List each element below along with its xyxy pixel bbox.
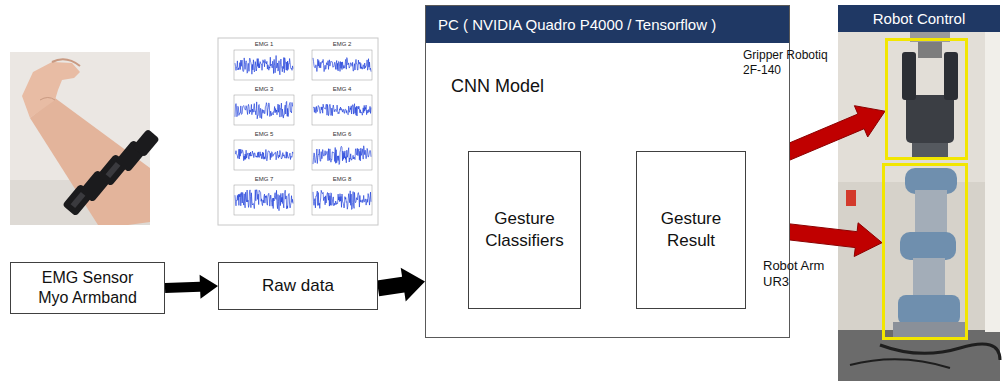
pc-panel: PC ( NVIDIA Quadro P4000 / Tensorflow ) C… xyxy=(425,5,790,338)
robot-panel: Robot ControlGripper Robotiq 2F-140Robot… xyxy=(838,5,1000,381)
gripper-frame: Gripper Robotiq 2F-140 xyxy=(885,38,968,160)
process-box: Gesture Classifiers xyxy=(468,151,581,309)
emg-waveform xyxy=(313,190,371,209)
flow-arrow xyxy=(165,275,218,299)
node-text: Robot Control xyxy=(838,5,1000,32)
emg-waveform xyxy=(235,56,293,75)
flow-arrow xyxy=(377,268,425,302)
node-text: Robot Arm UR3 xyxy=(763,258,835,291)
plot-title: EMG 1 xyxy=(234,41,294,48)
plot-title: EMG 3 xyxy=(234,86,294,93)
node-text: Gesture Classifiers xyxy=(477,208,573,252)
node-text: Raw data xyxy=(262,275,334,296)
sensor-box: EMG Sensor Myo Armband xyxy=(10,262,165,314)
emg-waveform xyxy=(313,58,371,72)
plot-axes xyxy=(312,50,372,80)
plot-axes xyxy=(312,95,372,125)
emg-waveform xyxy=(235,190,293,211)
node-text: Gripper Robotiq 2F-140 xyxy=(743,48,838,78)
plot-axes xyxy=(234,185,294,215)
node-text: EMG Sensor Myo Armband xyxy=(29,268,147,308)
emg-waveform xyxy=(313,146,371,165)
plot-title: EMG 8 xyxy=(312,176,372,183)
emg-waveform xyxy=(235,101,293,118)
node-heading: CNN Model xyxy=(451,76,544,97)
plot-axes xyxy=(312,140,372,170)
plot-title: EMG 7 xyxy=(234,176,294,183)
plot-axes xyxy=(234,140,294,170)
data-box: Raw data xyxy=(218,262,378,310)
node-text: Gesture Result xyxy=(644,208,738,252)
plot-axes xyxy=(234,95,294,125)
emg-waveform xyxy=(235,149,293,161)
emg-waveform xyxy=(313,104,371,116)
plot-title: EMG 6 xyxy=(312,131,372,138)
process-box: Gesture Result xyxy=(636,151,746,309)
plot-axes xyxy=(312,185,372,215)
plot-title: EMG 5 xyxy=(234,131,294,138)
node-text: PC ( NVIDIA Quadro P4000 / Tensorflow ) xyxy=(426,6,789,43)
arm-frame: Robot Arm UR3 xyxy=(882,163,968,340)
arm-photo xyxy=(10,52,160,225)
plot-title: EMG 2 xyxy=(312,41,372,48)
robot-photo xyxy=(838,32,1000,381)
plot-title: EMG 4 xyxy=(312,86,372,93)
emg-plot xyxy=(218,38,378,225)
plot-axes xyxy=(234,50,294,80)
